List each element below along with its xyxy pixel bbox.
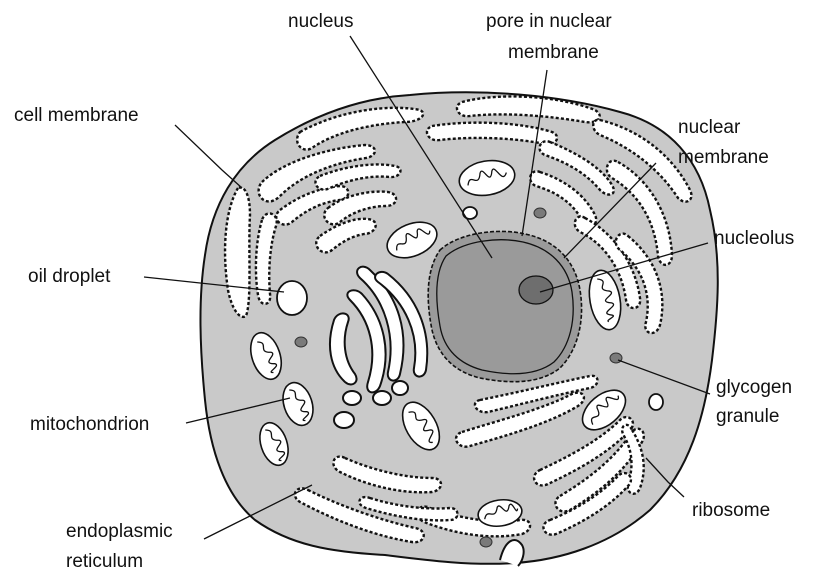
label-pore-line2: membrane [508,42,599,63]
label-cell-membrane: cell membrane [14,105,139,126]
label-mitochondrion: mitochondrion [30,414,149,435]
label-pore-line1: pore in nuclear [486,11,612,32]
label-nuclear-membrane-line2: membrane [678,147,769,168]
label-nuclear-membrane-line1: nuclear [678,117,741,138]
nucleus [428,231,581,381]
label-nucleus: nucleus [288,11,354,32]
label-glycogen-line1: glycogen [716,377,792,398]
label-er-line1: endoplasmic [66,521,173,542]
label-nucleolus: nucleolus [714,228,794,249]
label-er-line2: reticulum [66,551,143,572]
label-glycogen-line2: granule [716,406,779,427]
label-oil-droplet: oil droplet [28,266,111,287]
label-ribosome: ribosome [692,500,770,521]
